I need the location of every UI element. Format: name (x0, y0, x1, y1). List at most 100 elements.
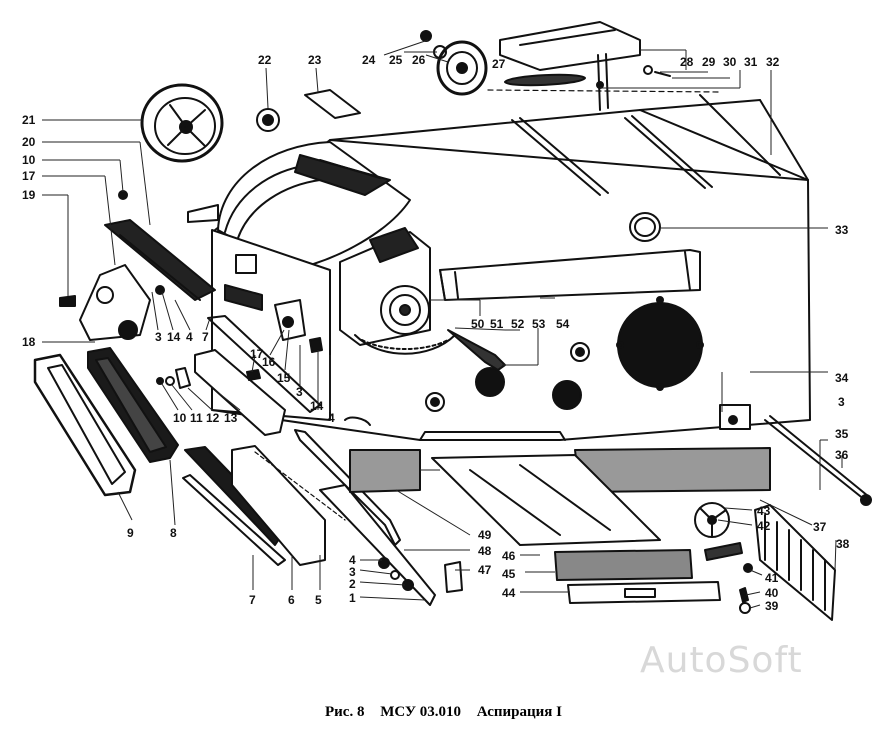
pulley-22 (257, 109, 279, 131)
callout-3-low: 3 (349, 565, 356, 579)
callout-31: 31 (744, 55, 758, 69)
callout-24: 24 (362, 53, 376, 67)
bracket-18 (80, 265, 164, 340)
callout-39: 39 (765, 599, 779, 613)
callout-32: 32 (766, 55, 780, 69)
callout-29: 29 (702, 55, 716, 69)
callout-2: 2 (349, 577, 356, 591)
nut-10 (119, 191, 127, 199)
callout-13: 13 (224, 411, 238, 425)
callout-38: 38 (836, 537, 850, 551)
callout-52: 52 (511, 317, 525, 331)
grommet (571, 343, 589, 361)
callout-53: 53 (532, 317, 546, 331)
callout-40: 40 (765, 586, 779, 600)
washer-10 (157, 378, 163, 384)
mesh-panel-49 (350, 448, 770, 492)
filter-8 (88, 348, 178, 462)
caption-code: МСУ 03.010 (380, 704, 462, 720)
grommet (426, 393, 444, 411)
callout-42: 42 (757, 519, 771, 533)
callout-9: 9 (127, 526, 134, 540)
callout-48: 48 (478, 544, 492, 558)
callout-46: 46 (502, 549, 516, 563)
callout-5: 5 (315, 593, 322, 607)
callout-30: 30 (723, 55, 737, 69)
hook (345, 418, 370, 425)
pulley-26 (421, 31, 486, 94)
leader-lines (42, 40, 842, 608)
callout-11: 11 (190, 411, 203, 425)
knob (476, 368, 504, 396)
plate-34 (720, 405, 750, 429)
panel-6 (232, 446, 325, 565)
callout-44: 44 (502, 586, 516, 600)
callout-50: 50 (471, 317, 485, 331)
nut-3 (310, 338, 322, 352)
caption-title: Аспирация I (476, 704, 562, 720)
strip (208, 316, 320, 412)
callout-34: 34 (835, 371, 849, 385)
callout-6: 6 (288, 593, 295, 607)
handwheel-43 (695, 503, 729, 537)
frame-9 (35, 355, 135, 495)
motor-bracket (488, 22, 720, 110)
fan-unit (340, 228, 455, 354)
caption-figure: Рис. 8 (324, 704, 365, 720)
seal-bar-20 (105, 220, 215, 300)
callout-47: 47 (478, 563, 492, 577)
callout-28: 28 (680, 55, 694, 69)
callout-22: 22 (258, 53, 272, 67)
access-disk (617, 297, 703, 390)
callout-26: 26 (412, 53, 426, 67)
callout-7-upper: 7 (202, 330, 209, 344)
callout-20: 20 (22, 135, 36, 149)
callout-12: 12 (206, 411, 220, 425)
watermark: AutoSoft (640, 640, 803, 681)
callout-16: 16 (262, 355, 276, 369)
callout-19: 19 (22, 188, 36, 202)
block-47 (445, 562, 462, 592)
handle-53 (448, 330, 505, 370)
callout-7-lower: 7 (249, 593, 256, 607)
callout-49: 49 (478, 528, 492, 542)
callout-41: 41 (765, 571, 779, 585)
plate-23 (305, 90, 360, 118)
callout-43: 43 (757, 504, 771, 518)
tray-46 (432, 455, 660, 545)
callout-4-left: 4 (186, 330, 193, 344)
callout-45: 45 (502, 567, 516, 581)
callout-10-low: 10 (173, 411, 187, 425)
callout-37: 37 (813, 520, 827, 534)
louver-38 (755, 505, 835, 620)
callout-14-mid: 14 (310, 399, 324, 413)
callout-4-mid: 4 (328, 411, 335, 425)
duct-54 (440, 250, 700, 300)
callout-18: 18 (22, 335, 36, 349)
callout-8: 8 (170, 526, 177, 540)
callout-51: 51 (490, 317, 504, 331)
callout-23: 23 (308, 53, 322, 67)
ring-33 (630, 213, 660, 241)
callout-54: 54 (556, 317, 570, 331)
pin-40 (740, 588, 748, 602)
callout-33: 33 (835, 223, 849, 237)
figure-caption: Рис. 8 МСУ 03.010 Аспирация I (0, 704, 887, 721)
bolt-17 (247, 370, 260, 380)
curved-hood (188, 142, 410, 270)
rod-3 (765, 416, 871, 505)
callout-3-mid: 3 (296, 385, 303, 399)
clamp-12 (176, 368, 190, 388)
bar-44 (568, 582, 720, 603)
callout-14-left: 14 (167, 330, 181, 344)
plate-13 (195, 350, 285, 435)
callout-25: 25 (389, 53, 403, 67)
callout-17: 17 (22, 169, 36, 183)
rod-49 (295, 430, 435, 605)
callout-27: 27 (492, 57, 506, 71)
spring-42 (705, 543, 742, 560)
callout-35: 35 (835, 427, 849, 441)
callout-17-mid: 17 (250, 347, 264, 361)
